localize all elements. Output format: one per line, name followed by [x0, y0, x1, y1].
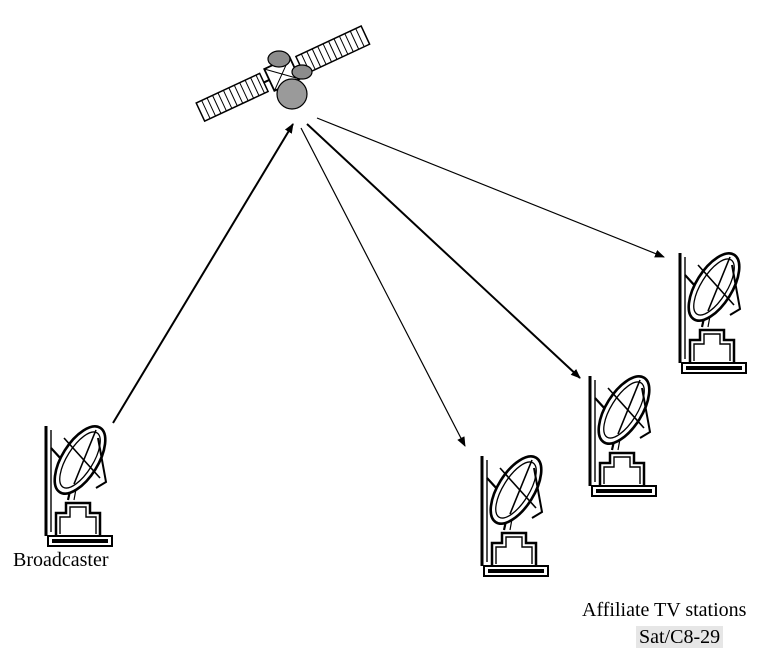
downlink-arrow-2 — [306, 123, 581, 379]
satellite-antenna-right — [291, 64, 313, 80]
satellite-icon — [195, 25, 371, 123]
uplink-arrow — [112, 123, 294, 424]
affiliate-dish-icon — [587, 366, 661, 498]
downlink-arrow-1 — [300, 127, 466, 447]
satellite-antenna-main — [276, 78, 308, 110]
affiliate-stations-label: Affiliate TV stations — [582, 599, 747, 621]
affiliate-dish-icon — [677, 243, 751, 375]
satellite-antenna-top — [267, 50, 291, 68]
affiliate-dish-icon — [479, 446, 553, 578]
figure-reference-label: Sat/C8-29 — [636, 626, 724, 648]
downlink-arrow-3 — [316, 117, 665, 258]
broadcaster-label: Broadcaster — [13, 549, 109, 571]
broadcaster-dish-icon — [43, 416, 117, 548]
